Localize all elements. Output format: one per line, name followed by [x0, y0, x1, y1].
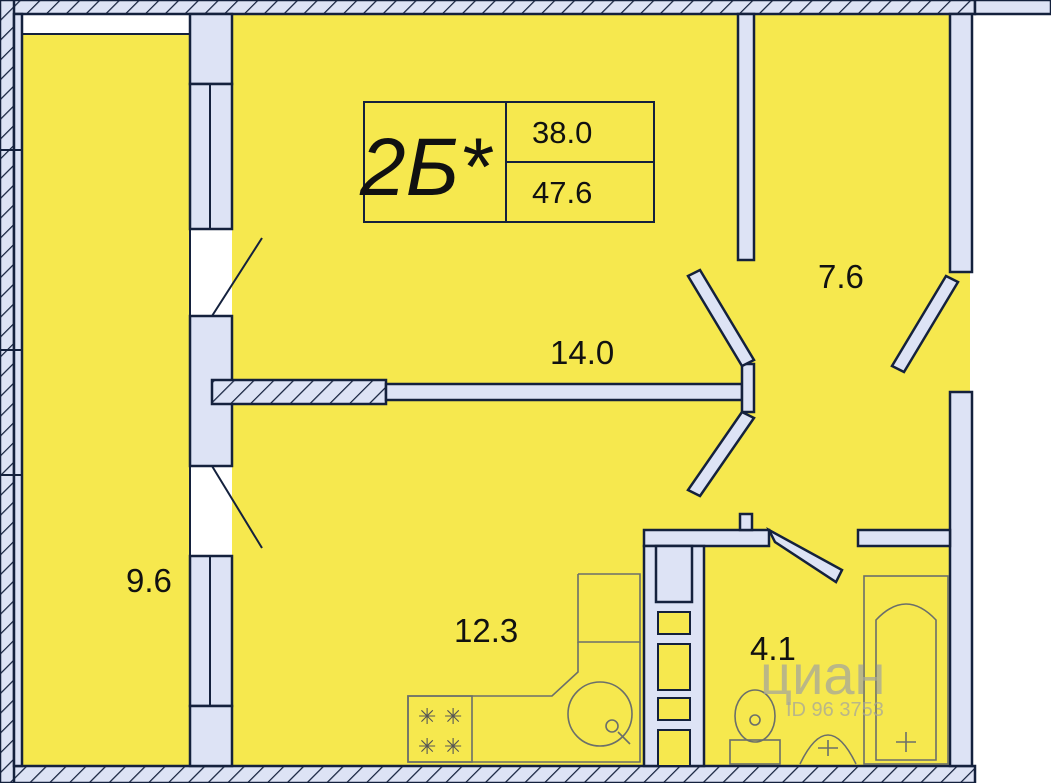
- bathroom-area: 4.1: [750, 630, 796, 667]
- toilet-tank: [729, 739, 781, 765]
- door-leaf-lower-room: [686, 410, 756, 498]
- living-area: 38.0: [532, 115, 592, 150]
- total-area: 47.6: [532, 175, 592, 210]
- room-lower-area: 12.3: [454, 612, 518, 649]
- watermark-brand: циан: [760, 643, 885, 706]
- separator-wall-top: [188, 12, 234, 86]
- sink-bowl: [567, 681, 633, 747]
- left-wall: [0, 0, 16, 783]
- shaft-slot-2: [657, 643, 691, 691]
- right-wall-upper: [948, 12, 974, 274]
- toilet-bowl: [734, 689, 776, 743]
- shaft-slot-3: [657, 697, 691, 721]
- stove-burner-1: ✳: [418, 705, 436, 730]
- outside-notch: [970, 276, 1051, 396]
- shaft-slot-1: [657, 611, 691, 635]
- stove-burner-2: ✳: [444, 705, 462, 730]
- washbasin: [799, 734, 857, 765]
- partition-wall: [384, 382, 744, 402]
- balcony-door-lower-swing: [211, 465, 263, 549]
- hallway-area: 7.6: [818, 258, 864, 295]
- door-leaf-upper-room: [686, 268, 756, 368]
- bottom-wall: [0, 764, 977, 783]
- partition-end-post: [740, 362, 756, 414]
- shaft-upper: [654, 544, 694, 604]
- apartment-type: 2Б*: [359, 122, 494, 213]
- watermark-id: ID 96 3753: [786, 699, 884, 721]
- bathroom-top-right-wall: [856, 528, 952, 548]
- partition-hatched: [210, 378, 388, 406]
- loggia-area: 9.6: [126, 562, 172, 599]
- bathroom-door-leaf: [766, 526, 844, 584]
- bathtub-inner: [875, 603, 937, 761]
- stove-burner-3: ✳: [418, 735, 436, 760]
- bathtub: [863, 575, 949, 765]
- loggia-fill: [22, 34, 190, 766]
- bathroom-top-wall: [642, 528, 771, 548]
- bathroom-top-post: [738, 512, 754, 532]
- stove: [407, 695, 473, 763]
- sink-tap: [617, 731, 631, 745]
- balcony-door-upper-swing: [211, 237, 263, 317]
- loggia-left-frame: [12, 12, 24, 768]
- separator-wall-bottom: [188, 704, 234, 768]
- top-right-edge: [973, 0, 1051, 16]
- right-wall-lower: [948, 390, 974, 768]
- entrance-door-leaf: [890, 274, 960, 374]
- stove-burner-4: ✳: [444, 735, 462, 760]
- shaft-slot-4: [657, 729, 691, 767]
- toilet-seat: [749, 714, 761, 726]
- top-wall: [0, 0, 977, 16]
- hallway-divider-wall: [736, 12, 756, 262]
- sink-drain: [605, 719, 619, 733]
- room-upper-area: 14.0: [550, 334, 614, 371]
